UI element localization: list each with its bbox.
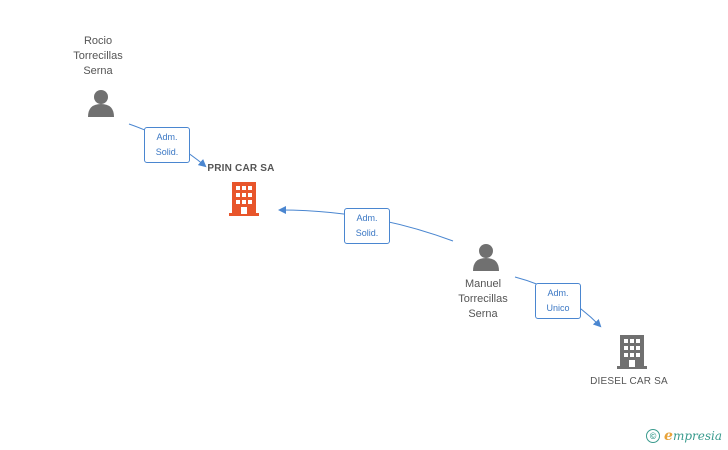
company-name-prin-car[interactable]: PRIN CAR SA: [207, 163, 275, 174]
person-name-manuel[interactable]: Manuel Torrecillas Serna: [433, 277, 533, 322]
edge-label-line: Solid.: [355, 228, 379, 238]
brand-rest: mpresia: [672, 429, 722, 443]
person-name-rocio[interactable]: Rocio Torrecillas Serna: [48, 34, 148, 79]
copyright-icon: ©: [646, 429, 661, 443]
edge-label-line: Adm.: [156, 132, 178, 142]
company-name-diesel-car[interactable]: DIESEL CAR SA: [590, 376, 668, 387]
building-icon[interactable]: [229, 182, 259, 216]
person-icon[interactable]: [88, 90, 114, 117]
name-line: Serna: [83, 65, 113, 77]
name-line: Torrecillas: [73, 50, 123, 62]
name-line: Rocio: [83, 35, 113, 47]
edge-label-manuel-diesel-car[interactable]: Adm. Unico: [535, 283, 581, 319]
brand-logo[interactable]: empresia: [664, 428, 722, 444]
brand-footer: © empresia: [646, 428, 722, 444]
building-icon[interactable]: [617, 335, 647, 369]
edge-label-line: Solid.: [155, 147, 179, 157]
edge-label-line: Adm.: [356, 213, 378, 223]
edge-label-line: Unico: [546, 303, 570, 313]
edge-label-rocio-prin-car[interactable]: Adm. Solid.: [144, 127, 190, 163]
edge-label-manuel-prin-car[interactable]: Adm. Solid.: [344, 208, 390, 244]
person-icon[interactable]: [473, 244, 499, 271]
name-line: Manuel: [464, 278, 502, 290]
name-line: Torrecillas: [458, 293, 508, 305]
edge-label-line: Adm.: [547, 288, 569, 298]
brand-initial: e: [664, 428, 673, 444]
name-line: Serna: [468, 308, 498, 320]
